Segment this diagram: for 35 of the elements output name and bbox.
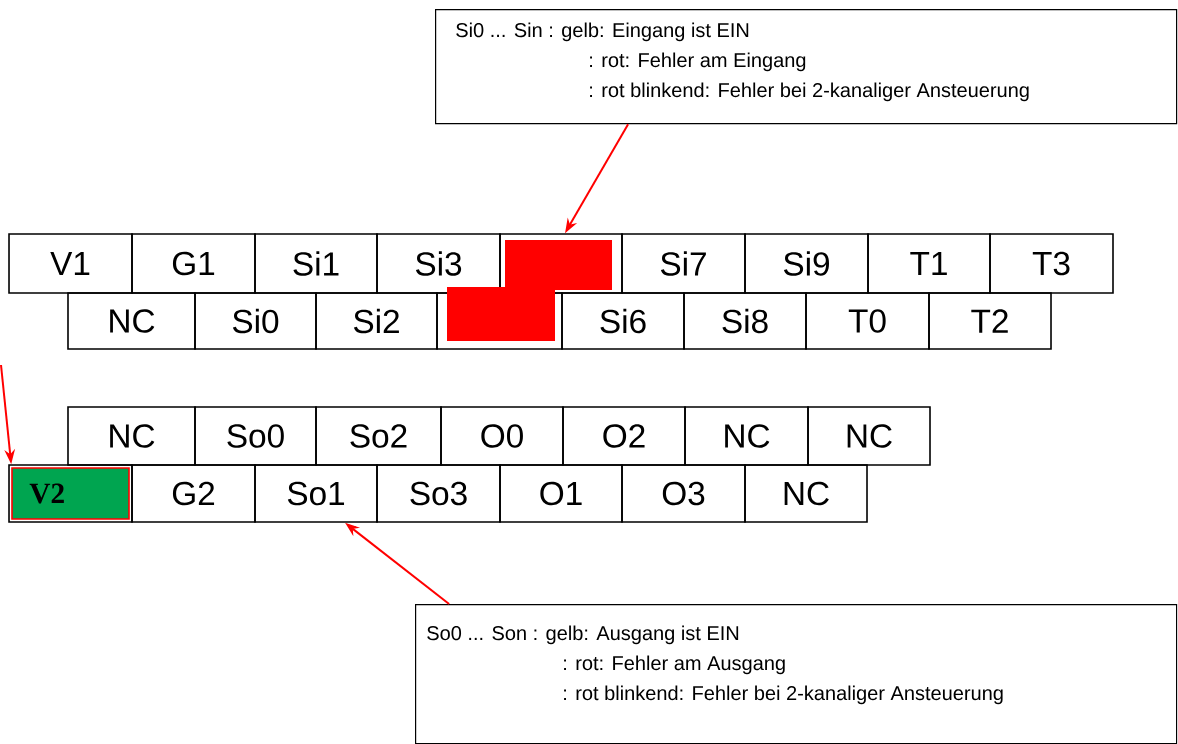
terminal-cell: T0 xyxy=(805,292,930,350)
lit-terminal-cell xyxy=(436,287,563,350)
terminal-cell: O0 xyxy=(440,406,564,466)
terminal-cell: O1 xyxy=(499,464,623,523)
terminal-cell: So0 xyxy=(194,406,317,466)
terminal-cell: G1 xyxy=(131,233,256,294)
terminal-cell: NC xyxy=(67,292,196,350)
terminal-cell: So3 xyxy=(376,464,501,523)
callout-text: Si0 ... Sin : gelb: Eingang ist EIN xyxy=(456,22,749,42)
terminal-cell: Si7 xyxy=(621,233,746,294)
terminal-cell: NC xyxy=(684,406,809,466)
terminal-cell: Si6 xyxy=(561,292,685,350)
terminal-cell: NC xyxy=(807,406,931,466)
terminal-cell: T2 xyxy=(928,292,1052,350)
terminal-cell: So2 xyxy=(315,406,442,466)
terminal-cell: Si1 xyxy=(254,233,378,294)
callout-text: : rot blinkend: Fehler bei 2-kanaliger Ansteuerung xyxy=(590,82,1029,102)
callout-text: : rot: Fehler am Eingang xyxy=(590,52,806,72)
terminal-cell: V2 xyxy=(8,464,133,523)
terminal-cell: T1 xyxy=(867,233,991,294)
terminal-cell: NC xyxy=(744,464,868,523)
terminal-cell: Si8 xyxy=(683,292,807,350)
terminal-cell: G2 xyxy=(131,464,256,523)
terminal-cell: V1 xyxy=(8,233,133,294)
callout-text: : rot blinkend: Fehler bei 2-kanaliger Ansteuerung xyxy=(564,685,1003,705)
terminal-cell: Si0 xyxy=(194,292,317,350)
terminal-cell: O3 xyxy=(621,464,746,523)
callout-text: : rot: Fehler am Ausgang xyxy=(564,655,785,675)
callout-text: So0 ... Son : gelb: Ausgang ist EIN xyxy=(427,625,739,645)
terminal-cell: NC xyxy=(67,406,196,466)
terminal-cell: T3 xyxy=(989,233,1114,294)
terminal-cell: Si2 xyxy=(315,292,438,350)
terminal-cell: So1 xyxy=(254,464,378,523)
terminal-cell: Si9 xyxy=(744,233,869,294)
terminal-cell: O2 xyxy=(562,406,686,466)
